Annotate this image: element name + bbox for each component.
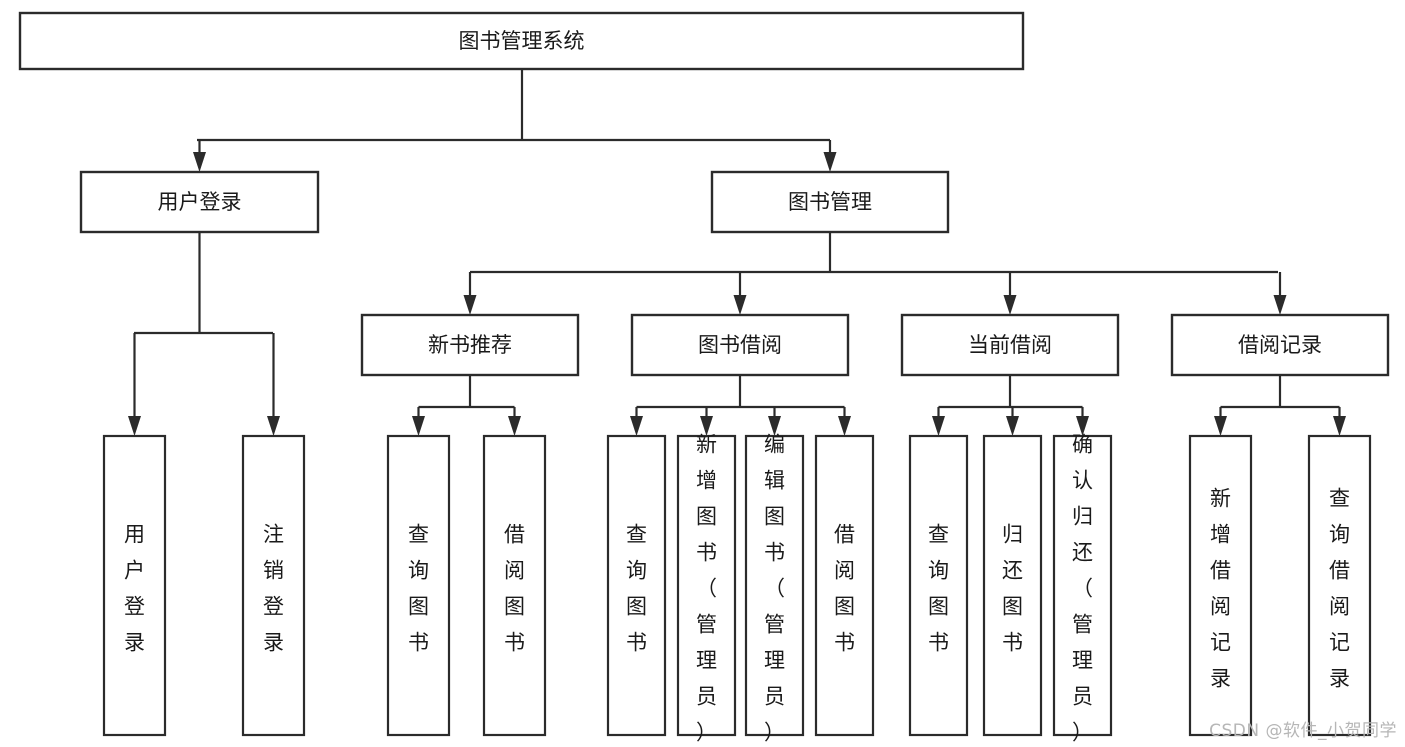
node-box xyxy=(18,11,1025,71)
node-leaf-add-borrow-record[interactable]: 新增借阅记录 xyxy=(1188,434,1253,737)
node-leaf-edit-book-admin[interactable]: 编辑图书（管理员） xyxy=(744,433,805,745)
node-label: 确认归还（管理员） xyxy=(1072,433,1093,745)
connector-layer xyxy=(128,69,1346,436)
node-box xyxy=(79,170,320,234)
node-label: 借阅图书 xyxy=(834,523,855,655)
node-label: 图书管理 xyxy=(788,190,872,214)
node-box xyxy=(900,313,1120,377)
node-book-manage[interactable]: 图书管理 xyxy=(710,170,950,234)
arrow-head-icon xyxy=(128,416,141,436)
arrow-head-icon xyxy=(823,152,837,172)
node-box xyxy=(630,313,850,377)
node-label: 编辑图书（管理员） xyxy=(764,433,785,745)
node-root[interactable]: 图书管理系统 xyxy=(18,11,1025,71)
node-label: 新增图书（管理员） xyxy=(696,433,717,745)
node-leaf-logout-login[interactable]: 注销登录 xyxy=(241,434,306,737)
node-label: 用户登录 xyxy=(158,190,242,214)
node-leaf-query-borrow-record[interactable]: 查询借阅记录 xyxy=(1307,434,1372,737)
node-box xyxy=(386,434,451,737)
node-leaf-borrow-book[interactable]: 借阅图书 xyxy=(814,434,875,737)
node-label: 归还图书 xyxy=(1002,523,1023,655)
node-borrow-record[interactable]: 借阅记录 xyxy=(1170,313,1390,377)
node-label: 用户登录 xyxy=(124,523,145,655)
arrow-head-icon xyxy=(700,416,713,436)
arrow-head-icon xyxy=(768,416,781,436)
node-label: 查询借阅记录 xyxy=(1329,487,1350,691)
arrow-head-icon xyxy=(1333,416,1346,436)
node-leaf-query-book-borrow[interactable]: 查询图书 xyxy=(606,434,667,737)
node-label: 查询图书 xyxy=(626,523,647,655)
node-leaf-add-book-admin[interactable]: 新增图书（管理员） xyxy=(676,433,737,745)
node-box xyxy=(676,434,737,737)
node-box xyxy=(1170,313,1390,377)
arrow-head-icon xyxy=(1003,295,1017,315)
node-label: 图书借阅 xyxy=(698,333,782,357)
csdn-watermark: CSDN @软件_小贺同学 xyxy=(1209,721,1397,741)
node-leaf-query-book-rec[interactable]: 查询图书 xyxy=(386,434,451,737)
node-box xyxy=(814,434,875,737)
node-label: 图书管理系统 xyxy=(459,29,585,53)
node-label: 注销登录 xyxy=(263,523,284,655)
node-box xyxy=(982,434,1043,737)
arrow-head-icon xyxy=(193,152,206,172)
arrow-head-icon xyxy=(1273,295,1287,315)
node-label: 借阅图书 xyxy=(504,523,525,655)
arrow-head-icon xyxy=(508,416,521,436)
node-label: 新增借阅记录 xyxy=(1210,487,1231,691)
node-label: 查询图书 xyxy=(408,523,429,655)
node-label: 新书推荐 xyxy=(428,333,512,357)
node-layer: 图书管理系统用户登录图书管理新书推荐图书借阅当前借阅借阅记录用户登录注销登录查询… xyxy=(18,11,1390,745)
arrow-head-icon xyxy=(267,416,280,436)
node-leaf-confirm-return-admin[interactable]: 确认归还（管理员） xyxy=(1052,433,1113,745)
arrow-head-icon xyxy=(733,295,747,315)
arrow-head-icon xyxy=(932,416,945,436)
node-box xyxy=(1188,434,1253,737)
node-box xyxy=(1307,434,1372,737)
node-box xyxy=(360,313,580,377)
node-new-book-recommend[interactable]: 新书推荐 xyxy=(360,313,580,377)
node-label: 查询图书 xyxy=(928,523,949,655)
node-box xyxy=(102,434,167,737)
arrow-head-icon xyxy=(463,295,477,315)
node-leaf-query-book-current[interactable]: 查询图书 xyxy=(908,434,969,737)
node-leaf-return-book[interactable]: 归还图书 xyxy=(982,434,1043,737)
node-box xyxy=(241,434,306,737)
node-label: 当前借阅 xyxy=(968,333,1052,357)
node-box xyxy=(908,434,969,737)
node-book-borrow[interactable]: 图书借阅 xyxy=(630,313,850,377)
arrow-head-icon xyxy=(1006,416,1019,436)
arrow-head-icon xyxy=(1214,416,1227,436)
arrow-head-icon xyxy=(412,416,425,436)
node-box xyxy=(482,434,547,737)
node-leaf-user-login[interactable]: 用户登录 xyxy=(102,434,167,737)
arrow-head-icon xyxy=(838,416,851,436)
arrow-head-icon xyxy=(1076,416,1089,436)
node-box xyxy=(1052,434,1113,737)
node-current-borrow[interactable]: 当前借阅 xyxy=(900,313,1120,377)
node-label: 借阅记录 xyxy=(1238,333,1322,357)
node-box xyxy=(710,170,950,234)
node-user-login[interactable]: 用户登录 xyxy=(79,170,320,234)
node-box xyxy=(744,434,805,737)
node-box xyxy=(606,434,667,737)
node-leaf-borrow-book-rec[interactable]: 借阅图书 xyxy=(482,434,547,737)
arrow-head-icon xyxy=(630,416,643,436)
